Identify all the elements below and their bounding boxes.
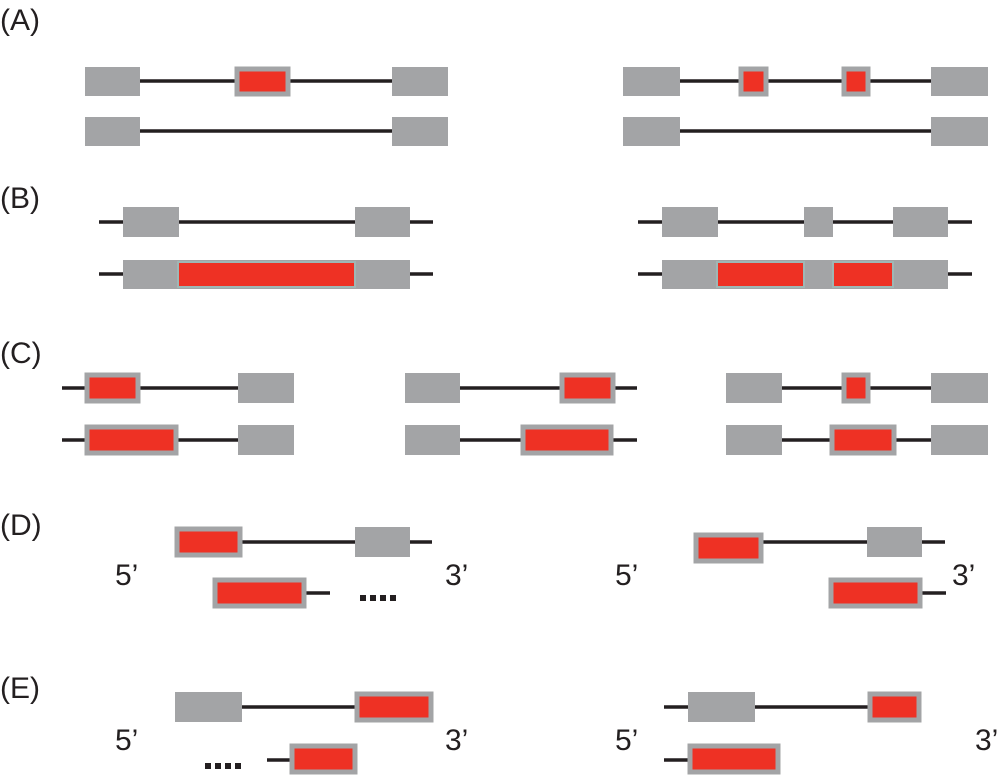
five-prime-label: 5’	[115, 724, 138, 757]
panel-a-left	[85, 66, 448, 146]
panel-c-middle	[405, 372, 637, 456]
panel-e-left: 5’ 3’	[115, 691, 468, 775]
panel-label-d: (D)	[0, 509, 42, 542]
panel-d-left: 5’ 3’	[115, 526, 468, 609]
panel-b-left	[99, 207, 433, 289]
three-prime-label: 3’	[445, 724, 468, 757]
panel-label-a: (A)	[0, 4, 40, 37]
three-prime-label: 3’	[952, 559, 975, 592]
panel-label-b: (B)	[0, 182, 40, 215]
five-prime-label: 5’	[115, 559, 138, 592]
panel-c-left	[62, 372, 294, 456]
five-prime-label: 5’	[615, 559, 638, 592]
panel-d-right: 5’ 3’	[615, 527, 975, 609]
three-prime-label: 3’	[445, 559, 468, 592]
five-prime-label: 5’	[615, 724, 638, 757]
panel-a-right	[623, 66, 988, 146]
panel-label-e: (E)	[0, 672, 40, 705]
panel-c-right	[726, 372, 988, 456]
panel-b-right	[638, 207, 972, 289]
panel-label-c: (C)	[0, 337, 42, 370]
panel-e-right: 5’ 3’	[615, 691, 998, 775]
alt-exon	[234, 66, 291, 97]
three-prime-label: 3’	[975, 724, 998, 757]
